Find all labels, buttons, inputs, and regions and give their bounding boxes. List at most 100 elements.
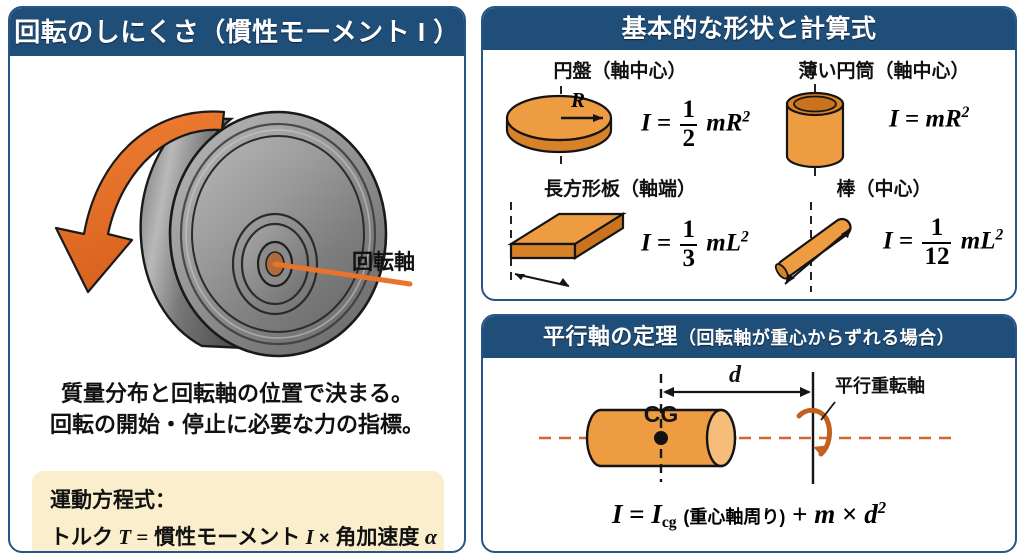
- formula-rod-mass: m: [960, 227, 981, 255]
- formula-plate-denominator: 3: [680, 244, 697, 272]
- pa-formula-times: ×: [842, 499, 858, 529]
- panel-left-body: 回転軸 質量分布と回転軸の位置で決まる。 回転の開始・停止に必要な力の指標。 運…: [10, 56, 464, 551]
- formula-disk-lhs: I: [641, 109, 651, 137]
- rotation-arrow-icon: [54, 110, 226, 294]
- shape-title-rect-plate: 長方形板（軸端）: [543, 179, 696, 200]
- pa-formula-exponent: 2: [877, 498, 887, 517]
- rect-plate-icon: [507, 202, 627, 287]
- pa-formula-lhs: I: [611, 499, 623, 529]
- torque-word: トルク: [50, 526, 113, 549]
- times-sign: ×: [319, 528, 330, 548]
- shape-cell-rect-plate: 長方形板（軸端） I = 1: [489, 174, 751, 296]
- rod-icon: [774, 202, 852, 292]
- parallel-axis-svg: d CG: [539, 362, 953, 484]
- formula-disk-exponent: 2: [742, 108, 751, 126]
- distance-d-label: d: [729, 362, 742, 388]
- flywheel-body: [139, 110, 388, 358]
- formula-disk-length: R: [725, 109, 743, 137]
- panel-paxis-title-main: 平行軸の定理: [542, 324, 678, 349]
- formula-cyl-exponent: 2: [961, 104, 970, 121]
- panel-paxis-title: 平行軸の定理（回転軸が重心からずれる場合）: [483, 316, 1015, 358]
- panel-paxis-body: d CG 平行重転軸 I = Icg (重心軸周り) + m × d2: [483, 358, 1015, 551]
- rotation-axis-pointer: [272, 261, 413, 287]
- pa-formula-icg-note: (重心軸周り): [683, 507, 786, 527]
- torque-symbol: T: [118, 525, 132, 549]
- formula-rod-fraction: 1 12: [922, 214, 952, 270]
- equation-of-motion: トルク T = 慣性モーメント I × 角加速度 α: [50, 521, 437, 551]
- flywheel-svg: [54, 110, 413, 358]
- panel-moment-of-inertia: 回転のしにくさ（慣性モーメント I ）: [8, 6, 466, 553]
- formula-disk-numerator: 1: [682, 96, 695, 123]
- disk-icon: [505, 86, 613, 168]
- formula-rod-lhs: I: [883, 227, 893, 255]
- formula-cyl-equals: =: [904, 105, 920, 133]
- rotation-axis-label: 回転軸: [352, 251, 415, 274]
- pa-formula-icg: I: [651, 499, 662, 529]
- pa-formula-plus: +: [792, 499, 808, 529]
- shape-cell-disk: 円盤（軸中心） R I = 1 2: [489, 56, 751, 176]
- formula-rod-equals: =: [898, 227, 914, 255]
- formula-rod-denominator: 12: [922, 242, 952, 270]
- formula-rod-exponent: 2: [995, 226, 1004, 244]
- formula-rod-numerator: 1: [930, 214, 944, 241]
- left-description-line2: 回転の開始・停止に必要な力の指標。: [49, 412, 424, 438]
- formula-plate-lhs: I: [641, 229, 651, 257]
- formula-rod: I = 1 12 mL2: [883, 214, 1004, 270]
- panel-parallel-axis-theorem: 平行軸の定理（回転軸が重心からずれる場合）: [481, 314, 1017, 553]
- formula-rect-plate: I = 1 3 mL2: [641, 217, 749, 272]
- cg-point-marker: [654, 431, 668, 445]
- pa-formula-icg-subscript: cg: [661, 514, 677, 532]
- formula-plate-mass: m: [706, 229, 726, 257]
- left-description-line1: 質量分布と回転軸の位置で決まる。: [60, 381, 413, 406]
- shape-art-rect-plate: [489, 200, 639, 297]
- thin-cylinder-icon: [785, 84, 845, 176]
- panel-paxis-title-sub: （回転軸が重心からずれる場合）: [677, 328, 956, 348]
- formula-plate-exponent: 2: [740, 228, 749, 246]
- formula-plate-numerator: 1: [682, 216, 695, 243]
- parallel-axis-figure: d CG 平行重転軸: [483, 358, 1015, 490]
- formula-disk-mass: m: [706, 109, 726, 137]
- pa-formula-equals: =: [629, 499, 645, 529]
- inertia-symbol: I: [305, 525, 314, 549]
- shape-art-rod: [755, 200, 881, 299]
- axis-label-leader-line: [820, 401, 836, 421]
- formula-cyl-lhs: I: [889, 105, 899, 133]
- equals-sign: =: [136, 525, 149, 549]
- formula-plate-equals: =: [656, 229, 672, 257]
- shape-art-thin-cylinder: [755, 82, 875, 183]
- equation-box-label: 運動方程式：: [50, 489, 176, 512]
- inertia-word: 慣性モーメント: [154, 526, 301, 549]
- pa-formula-mass: m: [814, 499, 836, 529]
- shape-cell-thin-cylinder: 薄い円筒（軸中心） I = mR2: [755, 56, 1013, 176]
- angular-accel-word: 角加速度: [335, 526, 420, 549]
- shape-cell-rod: 棒（中心） I =: [755, 174, 1013, 296]
- panel-basic-shapes: 基本的な形状と計算式 円盤（軸中心） R I =: [481, 6, 1017, 301]
- formula-plate-length: L: [725, 229, 741, 257]
- formula-disk-denominator: 2: [680, 124, 697, 152]
- cg-text-label: CG: [644, 401, 679, 427]
- panel-left-title: 回転のしにくさ（慣性モーメント I ）: [10, 8, 464, 56]
- formula-disk-fraction: 1 2: [680, 97, 697, 151]
- rotation-curl-icon: [796, 407, 833, 457]
- formula-thin-cylinder: I = mR2: [889, 104, 969, 133]
- alpha-symbol: α: [424, 524, 438, 549]
- shape-title-thin-cylinder: 薄い円筒（軸中心）: [798, 61, 970, 82]
- left-description: 質量分布と回転軸の位置で決まる。 回転の開始・停止に必要な力の指標。: [10, 378, 464, 440]
- formula-plate-fraction: 1 3: [680, 217, 697, 271]
- rod-length-arrow: [784, 227, 852, 285]
- formula-cyl-length: R: [944, 105, 962, 133]
- formula-cyl-mass: m: [925, 105, 945, 133]
- formula-rod-length: L: [980, 227, 996, 255]
- formula-disk: I = 1 2 mR2: [641, 97, 751, 152]
- shape-title-rod: 棒（中心）: [836, 179, 932, 200]
- disk-radius-label: R: [571, 88, 586, 112]
- panel-shapes-title: 基本的な形状と計算式: [483, 8, 1015, 50]
- pa-formula-distance: d: [864, 499, 878, 529]
- parallel-axis-label: 平行重転軸: [835, 376, 925, 396]
- parallel-axis-formula: I = Icg (重心軸周り) + m × d2: [483, 498, 1015, 532]
- panel-shapes-body: 円盤（軸中心） R I = 1 2: [483, 50, 1015, 299]
- shape-title-disk: 円盤（軸中心）: [553, 61, 687, 82]
- shape-art-disk: R: [489, 82, 629, 177]
- equation-of-motion-box: 運動方程式： トルク T = 慣性モーメント I × 角加速度 α: [32, 471, 444, 551]
